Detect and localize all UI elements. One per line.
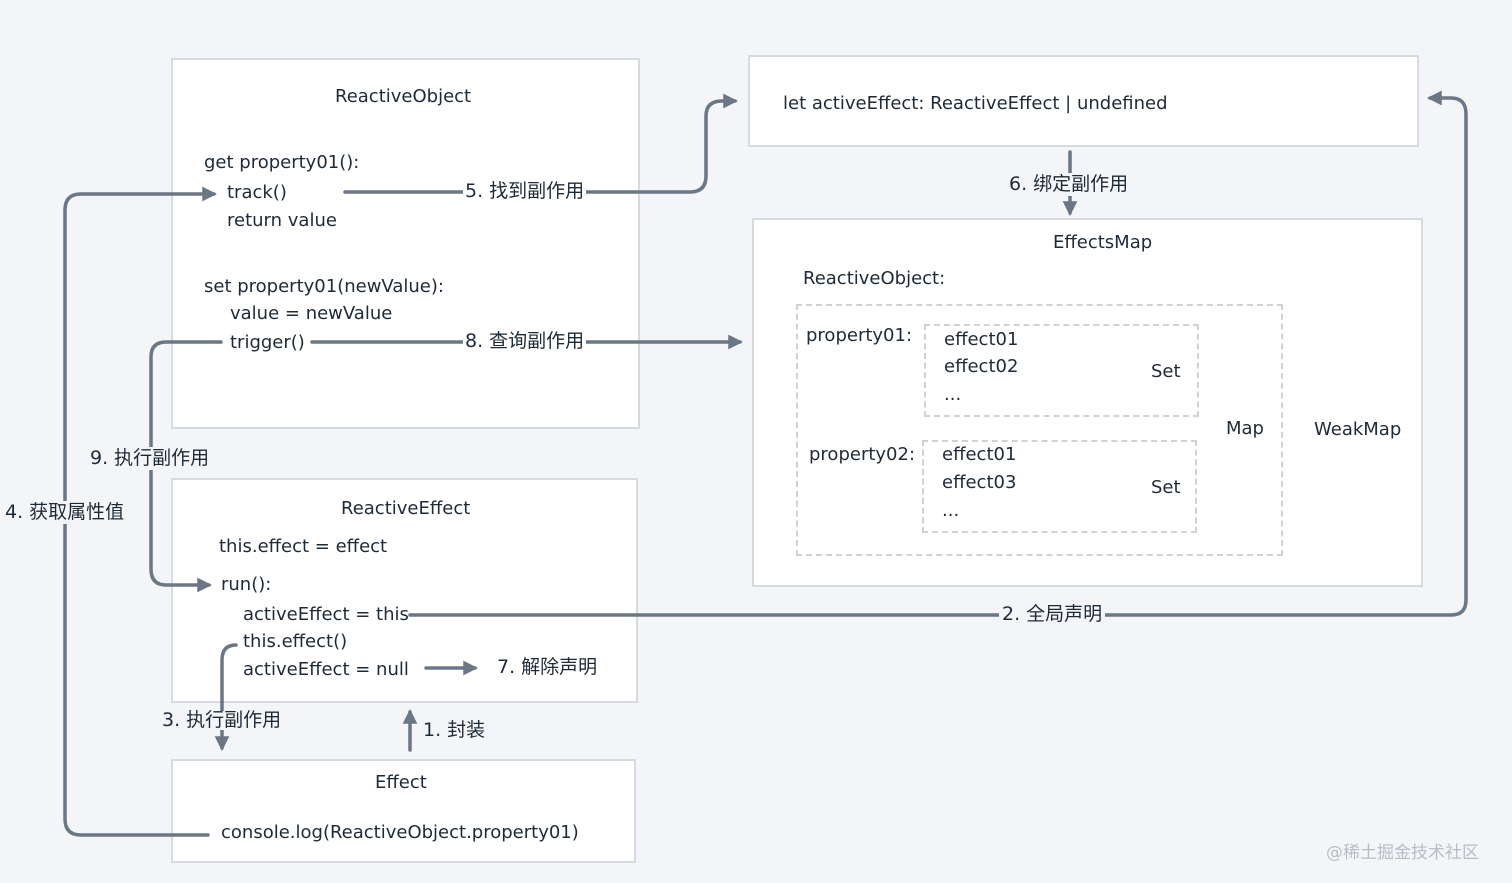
step-6-label: 6. 绑定副作用 (1009, 173, 1129, 196)
reactive-object-title: ReactiveObject (335, 86, 472, 107)
step-4-label: 4. 获取属性值 (5, 501, 125, 524)
effects-map-title: EffectsMap (1053, 232, 1153, 253)
property01-effect-1: effect01 (944, 329, 1019, 350)
effects-map-box (752, 218, 1423, 587)
connector-2 (408, 90, 1468, 617)
connector-5 (343, 93, 738, 194)
active-effect-box (748, 55, 1419, 147)
setter-signature: set property01(newValue): (204, 276, 444, 297)
step-3-label: 3. 执行副作用 (162, 709, 282, 731)
effect-box (171, 759, 636, 863)
property02-effect-1: effect01 (942, 444, 1017, 465)
active-effect-this: activeEffect = this (243, 604, 409, 625)
step-2-label: 2. 全局声明 (999, 605, 1106, 624)
track-call: track() (227, 182, 287, 203)
step-7-label: 7. 解除声明 (495, 656, 600, 678)
map-label: Map (1226, 418, 1264, 439)
active-effect-null: activeEffect = null (243, 659, 409, 680)
return-value: return value (227, 210, 337, 231)
watermark: @稀土掘金技术社区 (1326, 843, 1479, 863)
reactive-object-key: ReactiveObject: (803, 268, 946, 289)
property02-key: property02: (809, 444, 916, 465)
weakmap-label: WeakMap (1314, 419, 1402, 440)
reactive-effect-title: ReactiveEffect (341, 498, 471, 519)
active-effect-declaration: let activeEffect: ReactiveEffect | undef… (783, 93, 1168, 114)
set-container-property01 (924, 324, 1199, 417)
property02-set-label: Set (1151, 477, 1181, 498)
trigger-call: trigger() (230, 332, 305, 353)
value-assignment: value = newValue (230, 303, 393, 324)
map-container (796, 304, 1283, 556)
property01-effect-more: ... (944, 384, 962, 405)
property02-effect-more: ... (942, 500, 960, 521)
reactive-object-box (171, 58, 640, 429)
this-effect-assignment: this.effect = effect (219, 536, 388, 557)
effect-title: Effect (375, 772, 427, 793)
step-8-label: 8. 查询副作用 (463, 330, 587, 352)
run-method: run(): (221, 574, 272, 595)
this-effect-call: this.effect() (243, 631, 348, 652)
property01-key: property01: (806, 325, 913, 346)
property01-set-label: Set (1151, 361, 1181, 382)
getter-signature: get property01(): (204, 152, 360, 173)
set-container-property02 (922, 440, 1197, 533)
property01-effect-2: effect02 (944, 356, 1019, 377)
connector-3 (214, 643, 238, 751)
property02-effect-2: effect03 (942, 472, 1017, 493)
step-9-label: 9. 执行副作用 (90, 447, 210, 470)
step-5-label: 5. 找到副作用 (463, 180, 587, 202)
step-1-label: 1. 封装 (423, 719, 486, 741)
console-log-call: console.log(ReactiveObject.property01) (221, 822, 579, 843)
